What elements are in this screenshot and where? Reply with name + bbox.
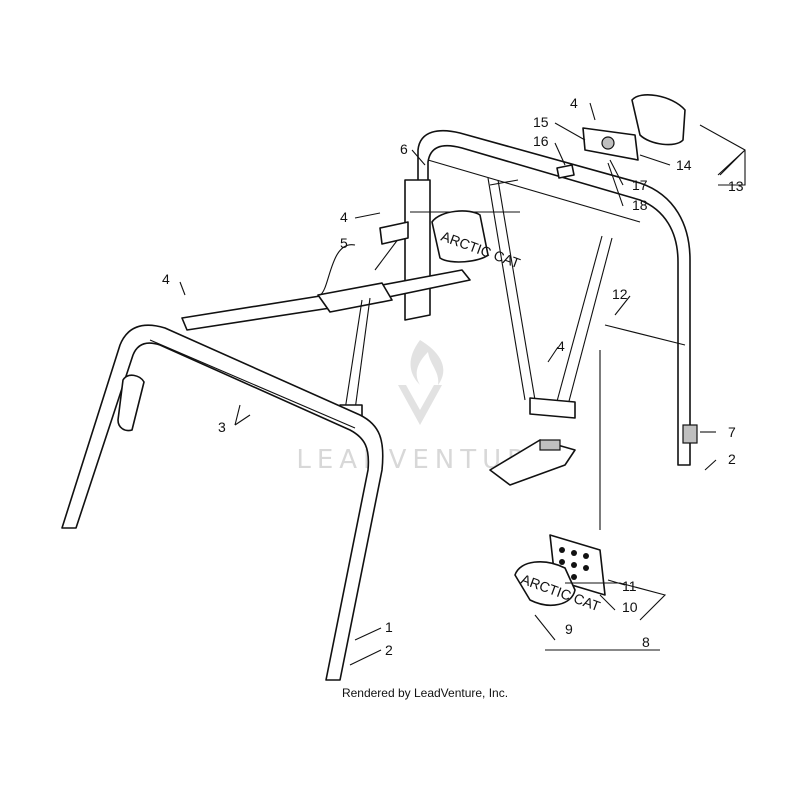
- callout-4-mid: 4: [557, 338, 565, 354]
- callout-12: 12: [612, 286, 628, 302]
- callout-15: 15: [533, 114, 549, 130]
- callout-16: 16: [533, 133, 549, 149]
- lower-light-assembly: ARCTIC CAT: [514, 534, 606, 614]
- callout-4-top: 4: [570, 95, 578, 111]
- front-roll-bar: [61, 324, 384, 681]
- callout-3: 3: [218, 419, 226, 435]
- leader-lines: [179, 102, 746, 666]
- callout-2-front: 2: [385, 642, 393, 658]
- flame-logo: [410, 340, 444, 385]
- callout-labels: 1 2 2 3 4 4 4 4 5 6 7 8 9 10 11 12 13 14…: [162, 95, 744, 658]
- v-logo: [398, 385, 442, 425]
- callout-10: 10: [622, 599, 638, 615]
- callout-5: 5: [340, 235, 348, 251]
- callout-4-brace: 4: [340, 209, 348, 225]
- callout-13: 13: [728, 178, 744, 194]
- callout-1: 1: [385, 619, 393, 635]
- arctic-cat-badge-upper: ARCTIC CAT: [431, 210, 523, 271]
- render-credit: Rendered by LeadVenture, Inc.: [342, 686, 508, 700]
- callout-14: 14: [676, 157, 692, 173]
- callout-11: 11: [622, 578, 637, 594]
- rear-roll-bar: [404, 129, 698, 466]
- callout-8: 8: [642, 634, 650, 650]
- callout-9: 9: [565, 621, 573, 637]
- callout-17: 17: [632, 177, 648, 193]
- upper-light-assembly: [556, 94, 686, 179]
- callout-18: 18: [632, 197, 648, 213]
- callout-6: 6: [400, 141, 408, 157]
- callout-2-rear: 2: [728, 451, 736, 467]
- decal-part-7: [682, 424, 698, 444]
- light-bracket: [489, 439, 576, 486]
- callout-4-left: 4: [162, 271, 170, 287]
- callout-7: 7: [728, 424, 736, 440]
